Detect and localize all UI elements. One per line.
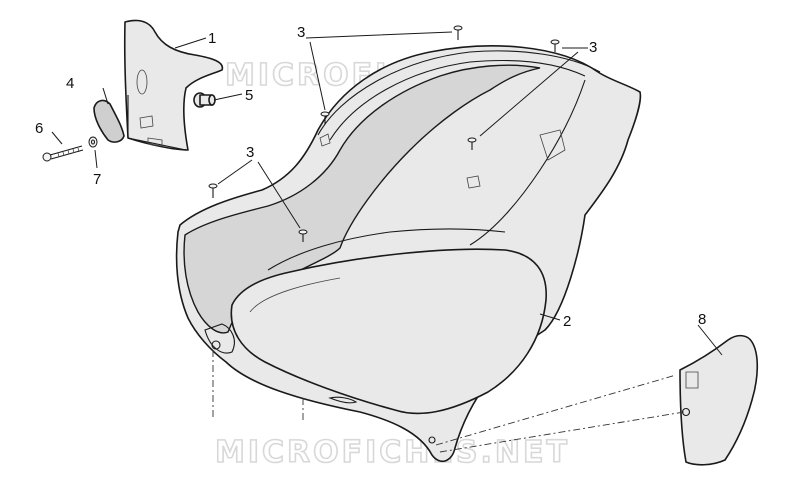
part-5-grommet	[193, 92, 216, 108]
callout-2: 2	[563, 313, 571, 330]
part-4-pad	[93, 99, 125, 143]
screw-top-right	[550, 39, 560, 52]
part-3-screws	[208, 25, 560, 242]
watermark-bottom: MICROFICHES.NET	[215, 435, 570, 470]
callout-3-middle: 3	[246, 144, 254, 161]
assembly-lines	[212, 350, 685, 453]
screw-lower	[298, 229, 308, 242]
callout-4: 4	[66, 75, 74, 92]
callout-7: 7	[93, 171, 101, 188]
screw-right	[467, 137, 477, 150]
callout-5: 5	[245, 87, 253, 104]
part-8-bracket	[679, 334, 759, 466]
callout-1: 1	[208, 30, 216, 47]
callout-3-top-right: 3	[589, 39, 597, 56]
screw-left	[208, 183, 218, 198]
callout-6: 6	[35, 120, 43, 137]
part-1-cover	[123, 19, 224, 151]
part-7-washer	[88, 136, 98, 148]
screw-upper-left	[320, 111, 330, 124]
callout-3-top-left: 3	[297, 24, 305, 41]
leader-lines	[51, 31, 723, 356]
part-2-leg-shield	[175, 45, 642, 463]
screw-top	[453, 25, 463, 40]
callout-8: 8	[698, 311, 706, 328]
part-6-bolt	[42, 145, 84, 162]
callout-labels: 1 2 3 3 3 4 5 6 7 8	[35, 24, 706, 330]
